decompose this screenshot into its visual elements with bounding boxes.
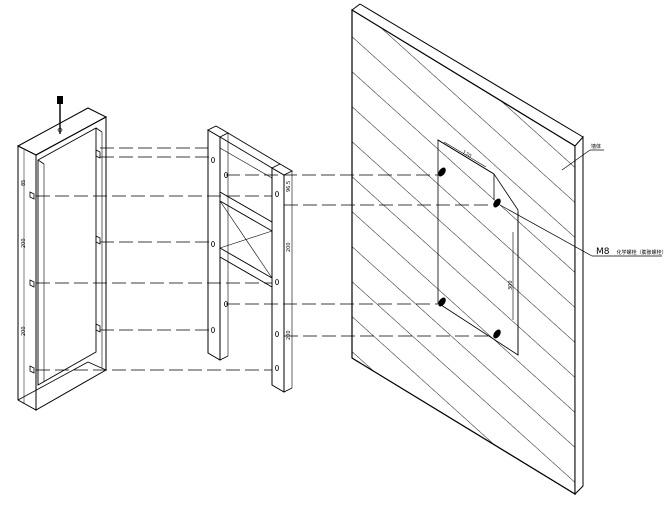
- frame-dimensions: 85 200 200: [21, 180, 27, 336]
- hole-icon: [211, 241, 215, 247]
- hook-icon: [95, 149, 101, 159]
- hook-icon: [95, 235, 101, 245]
- screw-icon: [57, 96, 63, 134]
- hook-icon: [29, 365, 35, 374]
- wall-width-dim: 120: [461, 150, 472, 160]
- bolt-icon: [493, 198, 501, 208]
- bolt-label-prefix: M8: [596, 247, 610, 257]
- mounting-bracket: [207, 125, 293, 393]
- wall-label-group: 墙体: [561, 143, 604, 171]
- hole-icon: [275, 279, 279, 285]
- bolt-label-group: M8 化学螺栓（膨胀螺栓）: [499, 204, 667, 258]
- bolt-label-suffix: 化学螺栓（膨胀螺栓）: [617, 249, 667, 256]
- bracket-bottom-dim: 200: [286, 330, 292, 340]
- hook-icon: [29, 191, 35, 200]
- hole-icon: [275, 365, 279, 371]
- bolt-label: M8 化学螺栓（膨胀螺栓）: [596, 239, 667, 258]
- hole-icon: [211, 157, 215, 163]
- wall-label: 墙体: [591, 143, 601, 150]
- bracket-mid-dim: 200: [286, 242, 292, 252]
- bracket-top-dim: 96.5: [286, 181, 292, 192]
- frame: [16, 107, 108, 411]
- wall-dimensions: 120 300: [443, 141, 514, 320]
- bolt-icon: [438, 167, 446, 177]
- bolt-icon: [493, 329, 501, 339]
- wall-height-dim: 300: [508, 280, 514, 290]
- frame-bottom-dim: 200: [21, 326, 27, 336]
- wall: [351, 3, 584, 496]
- wall-bolts: [438, 167, 501, 339]
- hook-icon: [29, 279, 35, 288]
- bolt-icon: [438, 297, 446, 307]
- bracket-dimensions: 96.5 200 200: [286, 181, 292, 340]
- alignment-lines: [36, 147, 492, 371]
- frame-mid-dim: 200: [21, 238, 27, 248]
- frame-top-dim: 85: [21, 180, 27, 186]
- hole-icon: [275, 331, 279, 337]
- hole-icon: [275, 191, 279, 197]
- hole-icon: [211, 327, 215, 333]
- hook-icon: [95, 323, 101, 333]
